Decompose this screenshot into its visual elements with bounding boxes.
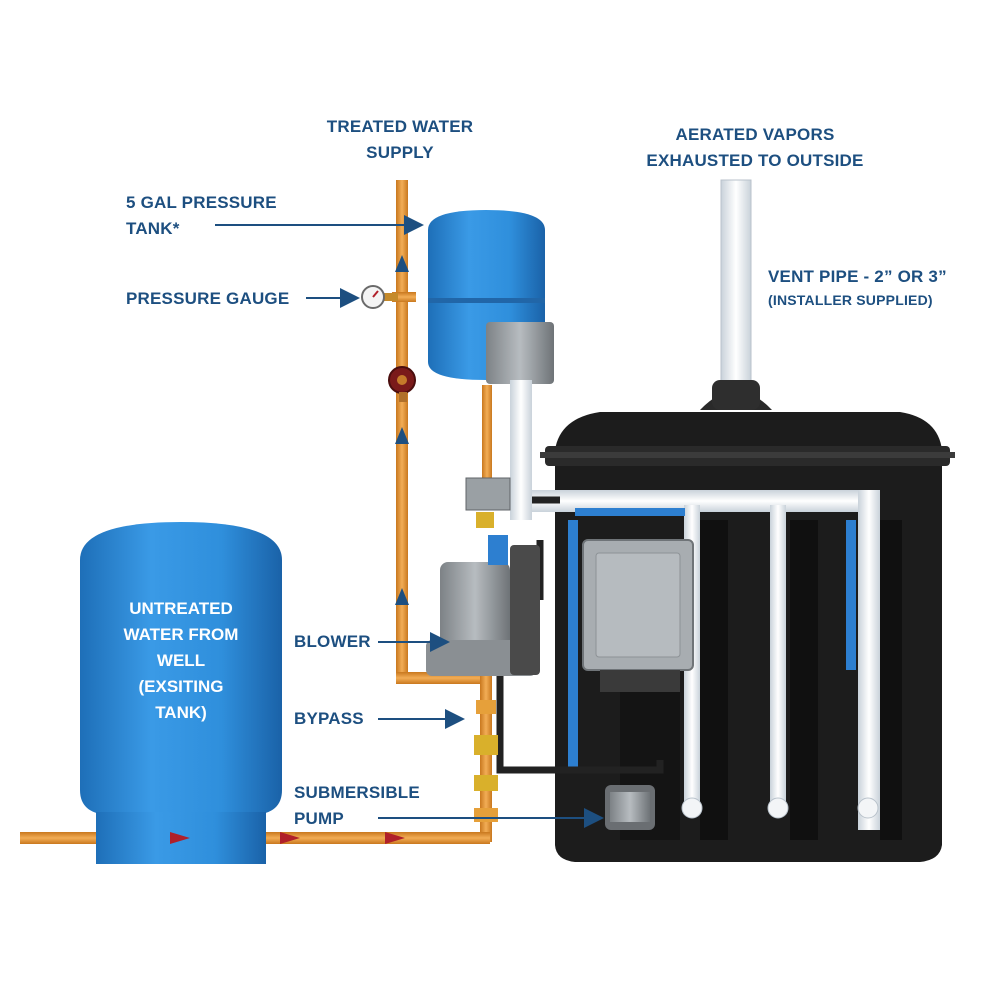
label-aerated-vapors-line1: AERATED VAPORS xyxy=(675,125,835,144)
vent-pipe xyxy=(700,179,772,410)
label-treated-water-line2: SUPPLY xyxy=(366,143,434,162)
gate-valve xyxy=(388,366,416,402)
label-aerated-vapors: AERATED VAPORS EXHAUSTED TO OUTSIDE xyxy=(630,122,880,174)
label-submersible-line1: SUBMERSIBLE xyxy=(294,783,420,802)
pressure-gauge-icon xyxy=(361,285,398,309)
label-vent-pipe-line2: (INSTALLER SUPPLIED) xyxy=(768,292,933,308)
label-untreated-water: UNTREATED WATER FROM WELL (EXSITING TANK… xyxy=(86,596,276,726)
untreated-well-tank xyxy=(80,522,282,864)
upflow-arrow xyxy=(395,427,409,444)
label-untreated-line1: UNTREATED xyxy=(129,599,233,618)
label-vent-pipe: VENT PIPE - 2” OR 3” (INSTALLER SUPPLIED… xyxy=(768,264,947,310)
label-blower: BLOWER xyxy=(294,632,371,651)
flow-arrow-red xyxy=(170,832,190,844)
label-submersible-pump: SUBMERSIBLE PUMP xyxy=(294,780,420,832)
label-aerated-vapors-line2: EXHAUSTED TO OUTSIDE xyxy=(646,151,864,170)
flow-arrows xyxy=(170,832,405,844)
label-pressure-gauge: PRESSURE GAUGE xyxy=(126,289,290,308)
label-treated-water: TREATED WATER SUPPLY xyxy=(300,114,500,166)
label-pressure-tank: 5 GAL PRESSURE TANK* xyxy=(126,190,277,242)
label-untreated-line3: WELL xyxy=(156,651,206,670)
pressure-tank xyxy=(428,210,554,520)
label-submersible-line2: PUMP xyxy=(294,809,344,828)
upflow-arrow xyxy=(395,588,409,605)
label-pressure-tank-line2: TANK* xyxy=(126,219,180,238)
flow-arrow-red xyxy=(385,832,405,844)
label-untreated-line2: WATER FROM xyxy=(123,625,239,644)
label-vent-pipe-line1: VENT PIPE - 2” OR 3” xyxy=(768,267,947,286)
label-pressure-tank-line1: 5 GAL PRESSURE xyxy=(126,193,277,212)
label-treated-water-line1: TREATED WATER xyxy=(326,117,474,136)
aeration-unit xyxy=(530,412,955,862)
upflow-arrow xyxy=(395,255,409,272)
blower xyxy=(426,477,540,676)
label-bypass: BYPASS xyxy=(294,709,364,728)
flow-arrow-red xyxy=(280,832,300,844)
upflow-arrows xyxy=(395,255,409,605)
callout-arrows xyxy=(215,215,604,828)
label-untreated-line5: TANK) xyxy=(155,703,207,722)
label-untreated-line4: (EXSITING xyxy=(138,677,224,696)
